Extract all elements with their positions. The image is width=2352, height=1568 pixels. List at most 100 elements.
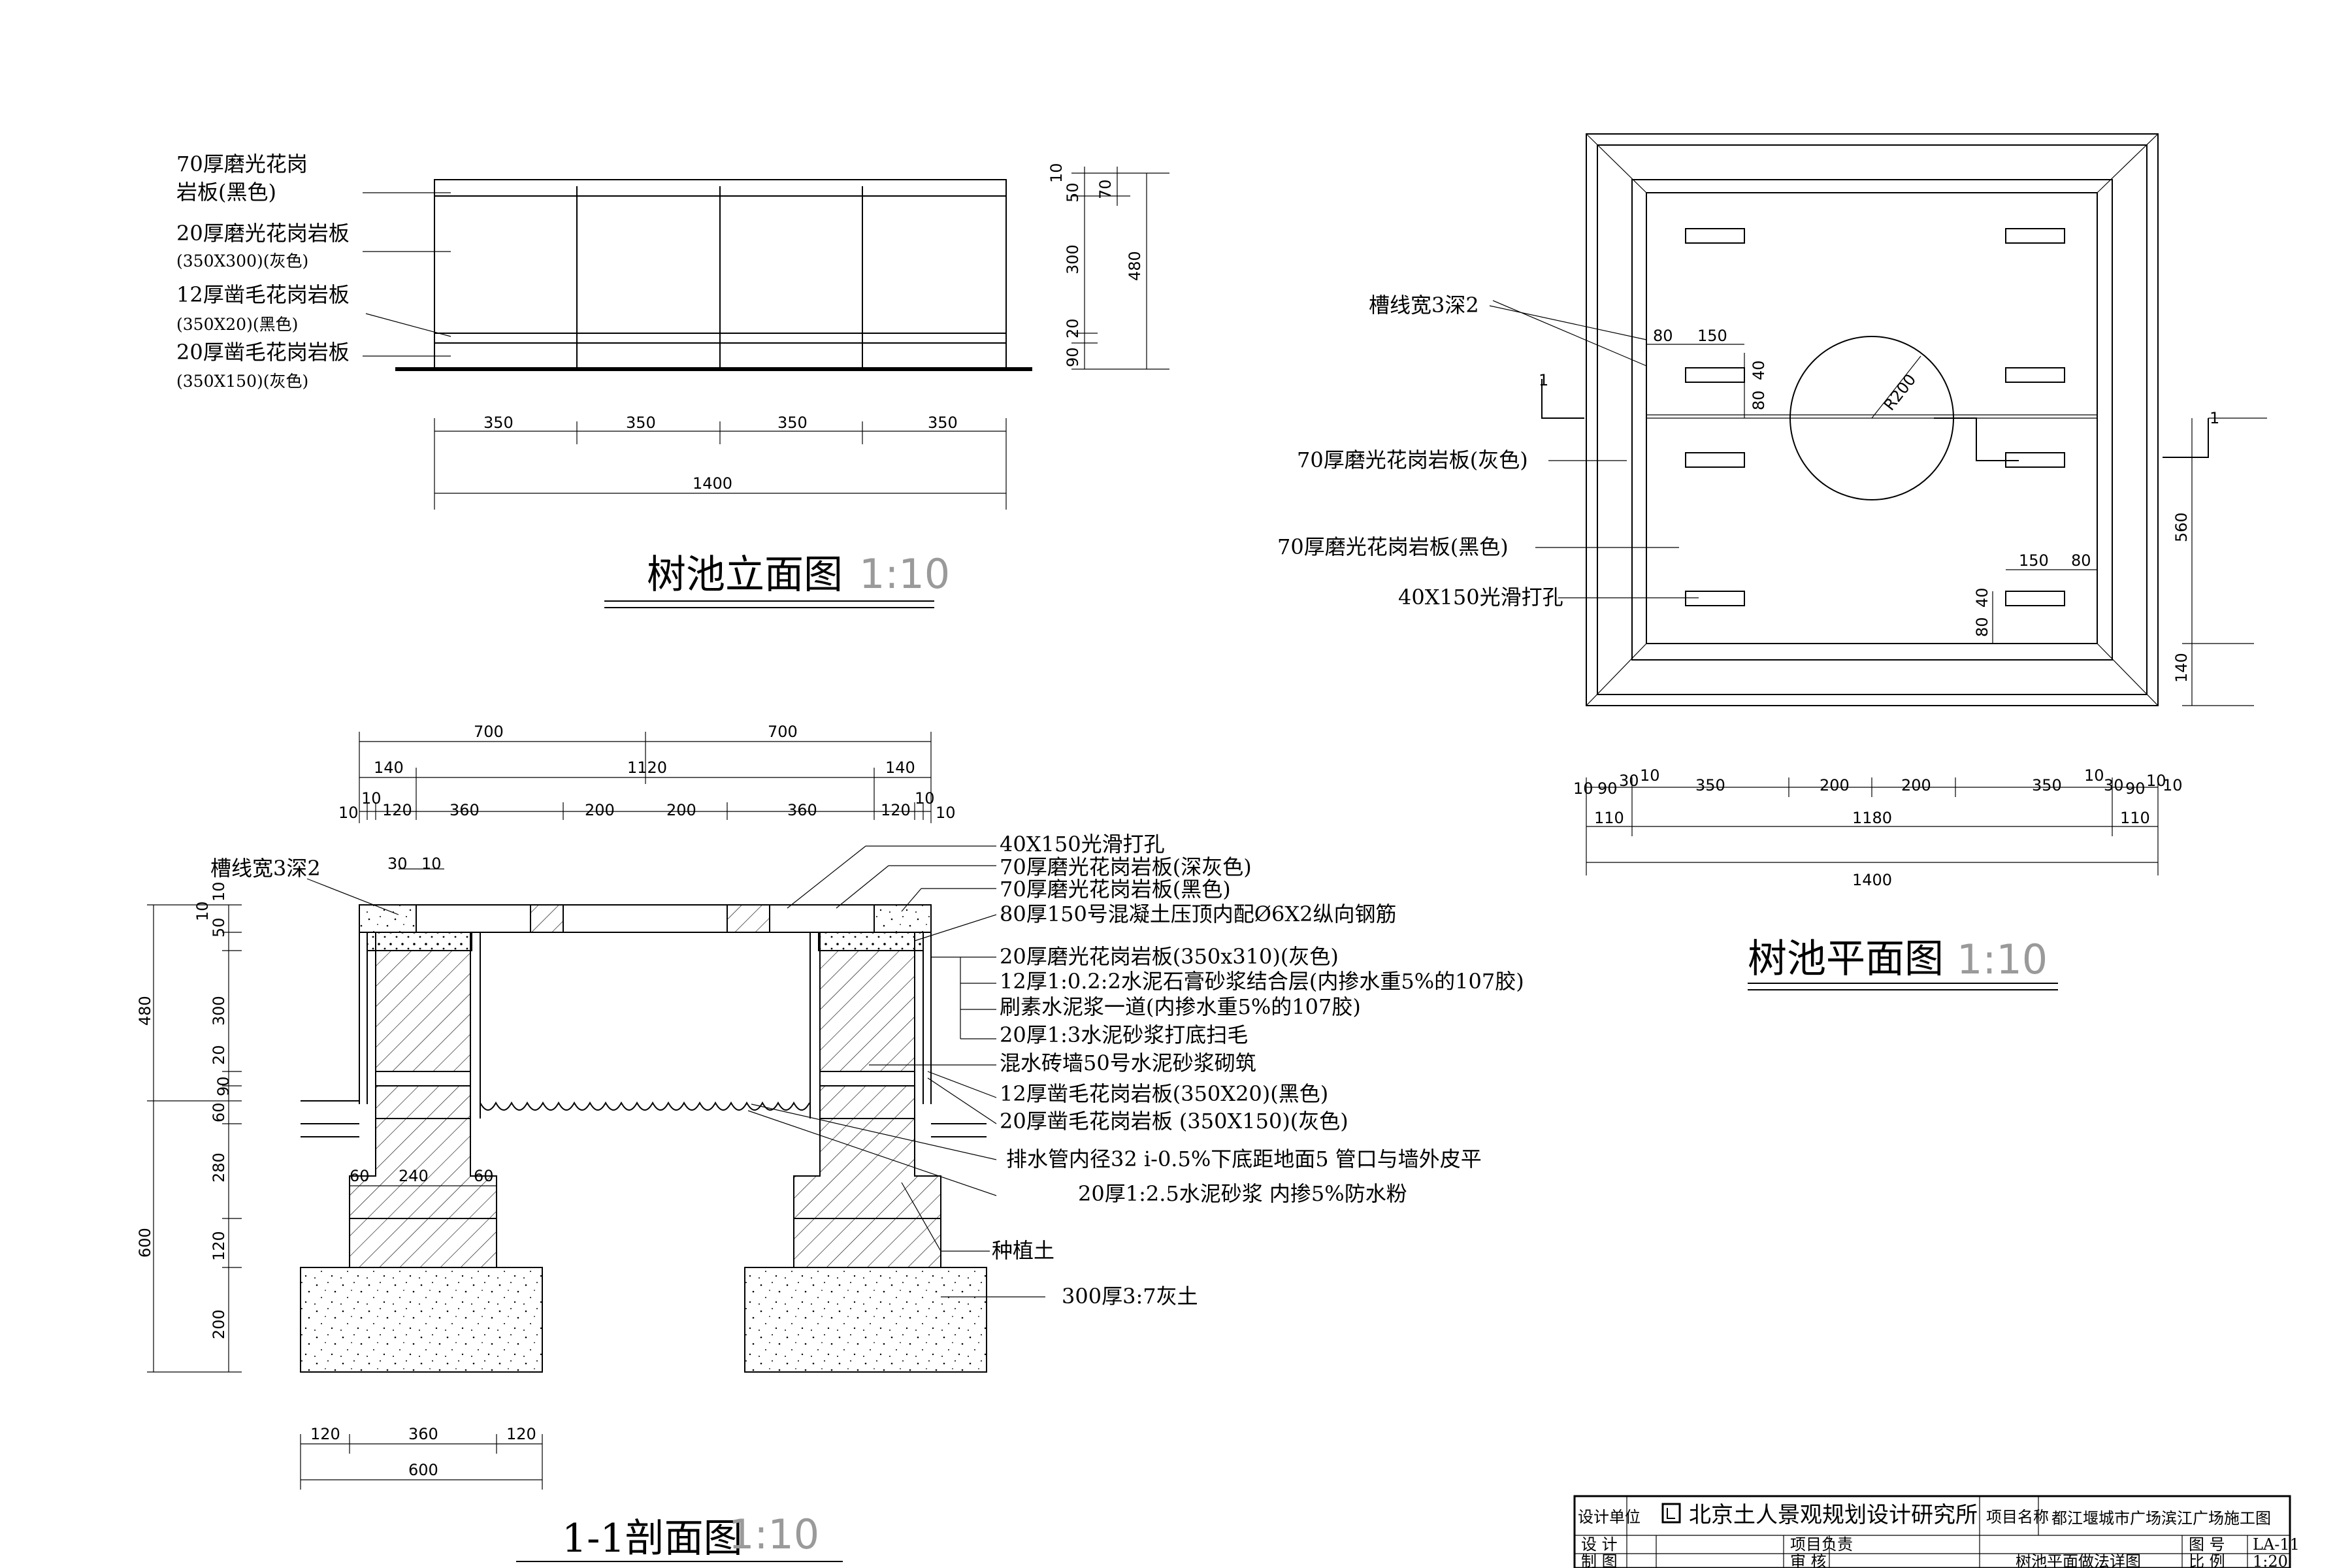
sec-ldim-7: 360 <box>787 801 817 819</box>
tb-scale-value: 1:20 <box>2253 1552 2288 1568</box>
sec-callout-14: 种植土 <box>992 1238 1054 1263</box>
elevation-scale: 1:10 <box>859 550 950 598</box>
sec-ldim-600: 600 <box>136 1228 154 1258</box>
elev-dim-2: 350 <box>626 414 656 432</box>
sec-ldim-200: 200 <box>210 1309 228 1339</box>
plan-scale: 1:10 <box>1957 936 2048 983</box>
sec-ldim-300: 300 <box>210 996 228 1026</box>
plan-label-black: 70厚磨光花岗岩板(黑色) <box>1277 534 1509 559</box>
sec-callout-5: 20厚磨光花岗岩板(350x310)(灰色) <box>1000 944 1339 969</box>
elev-label-2a: 20厚磨光花岗岩板 <box>176 221 350 246</box>
sec-ldim-5: 200 <box>585 801 615 819</box>
sec-ldim-480: 480 <box>136 996 154 1026</box>
sec-fdim-240: 240 <box>399 1167 429 1185</box>
plan-bdim-9: 10 <box>2084 766 2104 785</box>
sec-ldim-20: 20 <box>210 1045 228 1065</box>
tb-row-draw: 制 图 <box>1581 1552 1618 1568</box>
sec-callout-4: 80厚150号混凝土压顶内配Ø6X2纵向钢筋 <box>1000 902 1397 926</box>
sec-ldim-6: 200 <box>666 801 696 819</box>
plan-bdim-4: 10 <box>1640 766 1660 785</box>
tb-design-unit-label: 设计单位 <box>1578 1508 1641 1526</box>
elev-rdim-10: 10 <box>1047 163 1066 183</box>
sec-mdim-3: 140 <box>885 759 915 777</box>
sec-ldim-120: 120 <box>210 1231 228 1261</box>
plan-label-holes: 40X150光滑打孔 <box>1398 585 1563 610</box>
sec-ldim-10b: 10 <box>210 881 228 902</box>
plan-rdim-140: 140 <box>2172 653 2191 683</box>
plan-idim-80b: 80 <box>2071 551 2091 570</box>
plan-bdim-11: 90 <box>2125 779 2146 798</box>
tb-drawing-no-label: 图 号 <box>2189 1535 2225 1554</box>
plan-idim-150: 150 <box>1697 327 1727 345</box>
sec-bdim-120a: 120 <box>310 1425 340 1443</box>
plan-dim-total: 1400 <box>1852 871 1892 889</box>
sec-ldim-10: 10 <box>936 804 956 822</box>
plan-bdim-12: 10 <box>2146 772 2166 790</box>
tb-company: 北京土人景观规划设计研究所 <box>1689 1502 1978 1528</box>
company-logo-icon <box>1661 1503 1681 1524</box>
sec-fdim-60b: 60 <box>474 1167 494 1185</box>
plan-sdim-1180: 1180 <box>1852 809 1892 827</box>
sec-fdim-60a: 60 <box>350 1167 370 1185</box>
elev-label-4b: (350X150)(灰色) <box>176 372 308 391</box>
elev-label-3b: (350X20)(黑色) <box>176 315 298 334</box>
tb-project: 都江堰城市广场滨江广场施工图 <box>2051 1509 2271 1527</box>
sec-ldim-9: 10 <box>915 789 935 808</box>
plan-title: 树池平面图 <box>1748 936 1944 982</box>
plan-section-mark-right: 1 <box>2210 409 2219 427</box>
tb-project-label: 项目名称 <box>1986 1508 2049 1526</box>
section-view: 700 700 140 1120 140 10 10 120 360 200 2… <box>136 723 1524 1562</box>
tb-audit: 审 核 <box>1790 1552 1827 1568</box>
plan-idim-80v: 80 <box>1750 390 1768 410</box>
plan-bdim-10: 30 <box>2104 776 2124 794</box>
plan-view: 1 1 R200 槽线宽3深2 70厚磨光花岗岩板(灰色) 70厚磨光花岗岩板(… <box>1277 133 2267 990</box>
sec-ldim-50: 50 <box>210 917 228 938</box>
elev-dim-1: 350 <box>483 414 514 432</box>
plan-bdim-1: 10 <box>1573 779 1593 798</box>
sec-bdim-120b: 120 <box>506 1425 536 1443</box>
tb-review: 项目负责 <box>1790 1535 1853 1554</box>
sec-ldim-2: 10 <box>361 789 382 808</box>
sec-callout-8: 20厚1:3水泥砂浆打底扫毛 <box>1000 1022 1248 1047</box>
elev-rdim-50: 50 <box>1064 182 1082 203</box>
plan-idim-150b: 150 <box>2019 551 2049 570</box>
sec-ldim-1: 10 <box>338 804 359 822</box>
sec-mdim-1: 140 <box>374 759 404 777</box>
sec-callout-6: 12厚1:0.2:2水泥石膏砂浆结合层(内掺水重5%的107胶) <box>1000 969 1524 994</box>
plan-bdim-7: 200 <box>1901 776 1931 794</box>
plan-section-mark-left: 1 <box>1539 371 1548 389</box>
sec-bdim-360: 360 <box>408 1425 438 1443</box>
plan-idim-40bv: 40 <box>1973 587 1991 608</box>
sec-mdim-2: 1120 <box>627 759 667 777</box>
sec-callout-10: 12厚凿毛花岗岩板(350X20)(黑色) <box>1000 1081 1328 1106</box>
sec-callout-13: 20厚1:2.5水泥砂浆 内掺5%防水粉 <box>1078 1181 1407 1206</box>
sec-ldim-280: 280 <box>210 1152 228 1183</box>
section-title: 1-1剖面图 <box>562 1516 743 1561</box>
elev-label-2b: (350X300)(灰色) <box>176 252 308 270</box>
sec-ldim-4: 360 <box>449 801 480 819</box>
elev-rdim-90: 90 <box>1064 347 1082 367</box>
elev-label-3a: 12厚凿毛花岗岩板 <box>176 282 350 307</box>
plan-bdim-8: 350 <box>2032 776 2062 794</box>
plan-idim-80: 80 <box>1653 327 1673 345</box>
sec-groove-label: 槽线宽3深2 <box>210 856 321 881</box>
plan-label-groove: 槽线宽3深2 <box>1369 293 1479 318</box>
elevation-title: 树池立面图 <box>647 552 843 598</box>
sec-callout-9: 混水砖墙50号水泥砂浆砌筑 <box>1000 1051 1256 1075</box>
elev-rdim-20: 20 <box>1064 318 1082 338</box>
plan-sdim-110: 110 <box>1594 809 1624 827</box>
sec-ldim-10a: 10 <box>193 901 212 921</box>
sec-callout-11: 20厚凿毛花岗岩板 (350X150)(灰色) <box>1000 1109 1348 1134</box>
plan-rdim-560: 560 <box>2172 512 2191 542</box>
sec-callout-15: 300厚3:7灰土 <box>1062 1284 1198 1309</box>
section-scale: 1:10 <box>728 1511 819 1558</box>
sec-callout-3: 70厚磨光花岗岩板(黑色) <box>1000 877 1231 902</box>
elev-label-1b: 岩板(黑色) <box>176 180 276 204</box>
plan-idim-80bv: 80 <box>1973 617 1991 637</box>
sec-tdim-2: 700 <box>768 723 798 741</box>
elev-label-1a: 70厚磨光花岗 <box>176 152 308 176</box>
sec-bdim-600: 600 <box>408 1461 438 1479</box>
plan-sdim-110b: 110 <box>2120 809 2150 827</box>
plan-radius: R200 <box>1880 370 1920 414</box>
